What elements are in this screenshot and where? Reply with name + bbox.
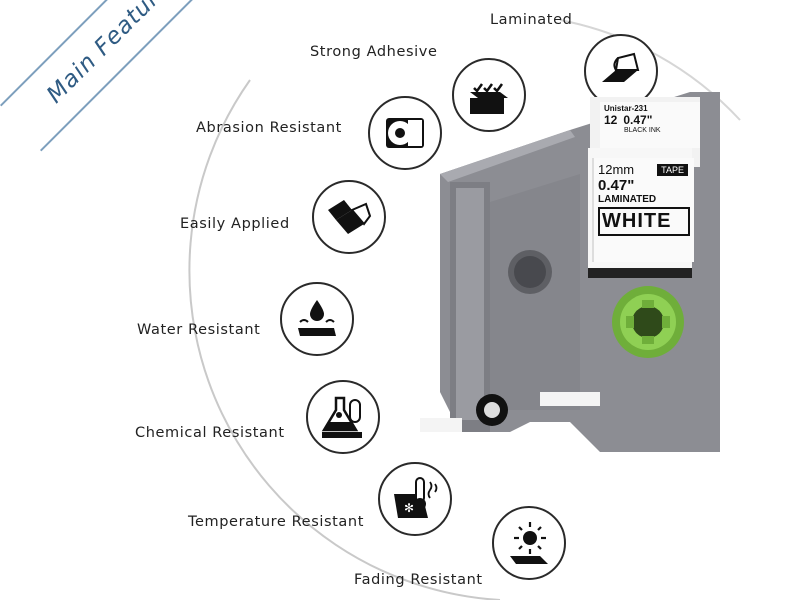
feature-label-temperature-resistant: Temperature Resistant [188, 514, 364, 530]
laminated-icon [602, 52, 640, 82]
tape-word: TAPE [657, 163, 688, 176]
feature-badge-temperature-resistant: ✻ [378, 462, 452, 536]
feature-badge-water-resistant [280, 282, 354, 356]
rear-size-mm: 12 [604, 113, 618, 127]
feature-badge-chemical-resistant [306, 380, 380, 454]
front-size-inch: 0.47" [598, 177, 635, 194]
feature-badge-easily-applied [312, 180, 386, 254]
feature-badge-strong-adhesive [452, 58, 526, 132]
abrasion-icon [386, 118, 424, 148]
feature-label-abrasion-resistant: Abrasion Resistant [196, 120, 342, 136]
feature-label-laminated: Laminated [490, 12, 573, 28]
chemical-icon [321, 396, 362, 438]
temperature-icon: ✻ [394, 477, 438, 518]
rear-tape-label: Unistar-231 12 0.47" BLACK INK [600, 102, 700, 148]
rear-ink-color: BLACK INK [624, 127, 661, 134]
svg-text:✻: ✻ [404, 501, 414, 515]
laminated-text: LAMINATED [598, 194, 657, 205]
feature-badge-abrasion-resistant [368, 96, 442, 170]
front-size-mm: 12mm [598, 162, 635, 177]
feature-label-easily-applied: Easily Applied [180, 216, 290, 232]
feature-badge-laminated [584, 34, 658, 108]
feature-label-fading-resistant: Fading Resistant [354, 572, 483, 588]
feature-label-chemical-resistant: Chemical Resistant [135, 425, 285, 441]
feature-label-strong-adhesive: Strong Adhesive [310, 44, 438, 60]
front-tape-label: 12mm TAPE 0.47" LAMINATED WHITE [592, 158, 694, 262]
water-icon [298, 300, 336, 336]
fading-icon [510, 522, 548, 564]
apply-icon [328, 200, 372, 234]
feature-label-water-resistant: Water Resistant [137, 322, 261, 338]
feature-badge-fading-resistant [492, 506, 566, 580]
adhesive-icon [470, 83, 508, 114]
color-word: WHITE [602, 210, 672, 232]
tape-cassette: Unistar-231 12 0.47" BLACK INK 12mm TAPE… [420, 92, 720, 456]
rear-size-inch: 0.47" [623, 113, 653, 127]
tape-brand-text: Unistar-231 [604, 104, 648, 113]
